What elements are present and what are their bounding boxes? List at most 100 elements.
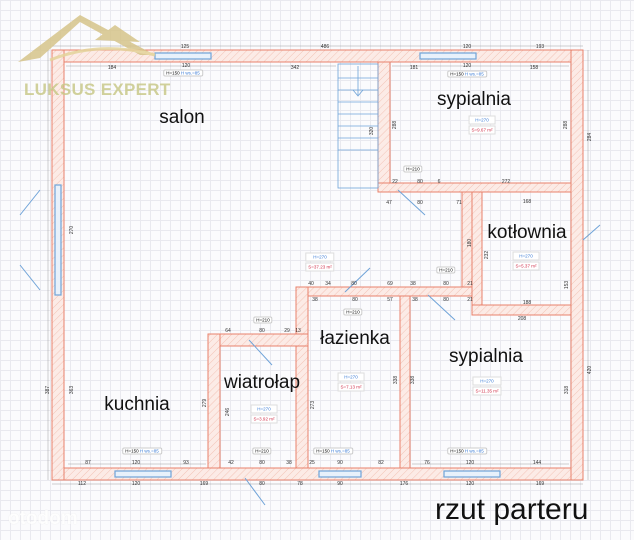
- door-leaf: [427, 294, 456, 321]
- tag-height: H=150: [450, 71, 464, 77]
- room-height: H=270: [468, 115, 496, 125]
- dimension-label: 120: [131, 481, 141, 487]
- window: [318, 470, 362, 478]
- dimension-label: 78: [297, 481, 303, 487]
- tag-height: H=150: [125, 448, 139, 454]
- dimension-label: 144: [532, 460, 542, 466]
- wall-bedroom-bottom: [377, 182, 572, 193]
- tag-sill: H ws.=85: [330, 448, 350, 454]
- door-leaf: [397, 189, 426, 216]
- dimension-label: 279: [202, 398, 208, 408]
- wall-boiler-left: [471, 191, 483, 316]
- room-height: H=270: [305, 252, 335, 262]
- dimension-label: 71: [456, 200, 462, 206]
- tag-sill: H ws.=85: [180, 70, 200, 76]
- dimension-label: 338: [393, 375, 399, 385]
- dimension-label: 69: [387, 281, 393, 287]
- room-area: S=9.67 m²: [468, 125, 496, 135]
- room-label-boiler-room: kotłownia: [487, 222, 567, 243]
- dimension-label: 42: [228, 460, 234, 466]
- dimension-label: 64: [225, 328, 231, 334]
- dimension-label: 184: [107, 65, 117, 71]
- logo-text: LUKSUS EXPERT: [24, 80, 171, 99]
- dimension-label: 288: [563, 120, 569, 130]
- dimension-label: 80: [352, 297, 358, 303]
- dimension-label: 21: [467, 281, 473, 287]
- room-area: S=11.35 m²: [472, 386, 502, 396]
- dimension-label: 272: [501, 179, 511, 185]
- dimension-lines: [47, 45, 589, 485]
- dimension-label: 120: [462, 63, 472, 69]
- room-area: S=3.92 m²: [250, 414, 278, 424]
- dimension-label: 112: [78, 481, 86, 487]
- tag-sill: H ws.=85: [464, 71, 484, 77]
- dimension-label: 176: [399, 481, 409, 487]
- dimension-label: 270: [69, 225, 75, 235]
- dimension-label: 80: [417, 179, 423, 185]
- room-height: H=270: [337, 372, 365, 382]
- wall-bathroom-right: [399, 295, 411, 469]
- tag-height: H=150: [316, 448, 330, 454]
- room-area: S=5.37 m²: [512, 261, 540, 271]
- dimension-label: 6: [437, 179, 441, 185]
- window-tag: H=150 H ws.=85: [313, 447, 353, 455]
- dimension-label: 246: [225, 407, 231, 417]
- door-tag: H=210: [343, 308, 363, 316]
- wall-right: [570, 49, 584, 481]
- window: [419, 52, 477, 60]
- room-height: H=270: [250, 404, 278, 414]
- wall-boiler-bottom: [471, 304, 572, 316]
- dimension-label: 169: [199, 481, 209, 487]
- dimension-label: 34: [325, 281, 331, 287]
- room-label-bathroom: łazienka: [320, 328, 390, 349]
- dimension-label: 38: [410, 281, 416, 287]
- dimension-label: 13: [295, 328, 301, 334]
- dimension-label: 363: [69, 385, 75, 395]
- dimension-label: 93: [183, 460, 189, 466]
- dimension-label: 188: [522, 300, 532, 306]
- dimension-label: 25: [309, 460, 315, 466]
- dimension-label: 169: [535, 481, 545, 487]
- wall-top: [51, 49, 584, 63]
- room-label-bedroom-top: sypialnia: [437, 89, 511, 110]
- windows: [54, 52, 501, 478]
- dimension-label: 125: [180, 44, 190, 50]
- room-height: H=270: [472, 376, 502, 386]
- watermark: otodom: [8, 508, 78, 529]
- dimension-label: 90: [337, 481, 343, 487]
- wall-vestibule-top: [207, 333, 309, 347]
- dimension-label: 318: [564, 385, 570, 395]
- dimension-label: 120: [465, 460, 475, 466]
- dimension-label: 76: [424, 460, 430, 466]
- stairs: [337, 63, 379, 189]
- room-height: H=270: [512, 251, 540, 261]
- window-tag: H=150 H ws.=85: [447, 447, 487, 455]
- door-tag: H=210: [403, 165, 423, 173]
- dimension-label: 47: [386, 200, 392, 206]
- window: [114, 470, 172, 478]
- tag-sill: H ws.=85: [139, 448, 159, 454]
- tag-sill: H ws.=85: [464, 448, 484, 454]
- room-label-vestibule: wiatrołap: [223, 372, 301, 393]
- room-label-kitchen: kuchnia: [104, 394, 170, 415]
- tag-height: H=150: [450, 448, 464, 454]
- dimension-label: 193: [535, 44, 545, 50]
- dimension-label: 387: [45, 385, 51, 395]
- dimension-label: 420: [587, 365, 593, 375]
- dimension-label: 80: [351, 281, 357, 287]
- dimension-label: 38: [286, 460, 292, 466]
- room-area: S=37.23 m²: [305, 262, 335, 272]
- dimension-label: 40: [308, 281, 314, 287]
- dimension-label: 120: [462, 44, 472, 50]
- dimension-label: 29: [284, 328, 290, 334]
- window-tag: H=150 H ws.=85: [447, 70, 487, 78]
- dimension-label: 80: [443, 281, 449, 287]
- dimension-label: 87: [85, 460, 91, 466]
- dimension-label: 21: [467, 297, 473, 303]
- logo-mark: [18, 15, 156, 62]
